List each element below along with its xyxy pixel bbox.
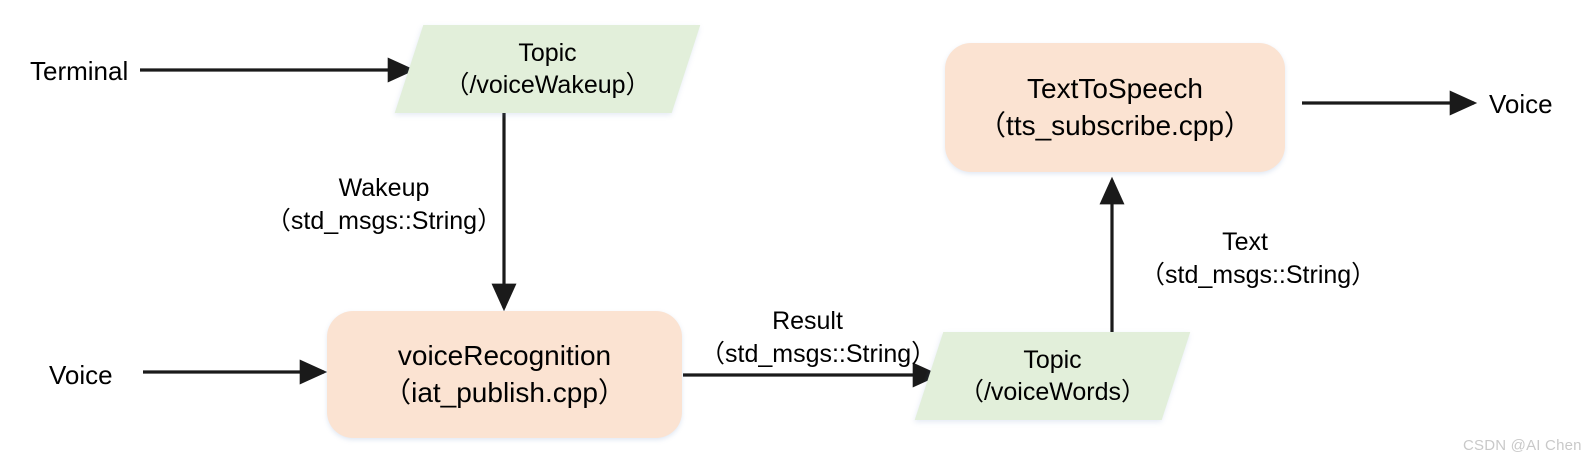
edge-label-wakeup: Wakeup （std_msgs::String） (254, 172, 514, 238)
topic-voicewakeup-line1: Topic (518, 38, 577, 67)
node-text-to-speech[interactable]: TextToSpeech （tts_subscribe.cpp） (945, 43, 1285, 172)
edge-label-wakeup-line1: Wakeup (338, 174, 430, 202)
topic-voicewords-line1: Topic (1023, 345, 1082, 374)
endpoint-terminal-label: Terminal (30, 56, 129, 86)
watermark-credit: CSDN @AI Chen (1463, 437, 1582, 454)
endpoint-voice-input-label: Voice (49, 360, 113, 390)
endpoint-voice-output-label: Voice (1489, 89, 1553, 119)
node-text-to-speech-line2: （tts_subscribe.cpp） (978, 109, 1252, 141)
node-voice-recognition-line1: voiceRecognition (397, 340, 612, 372)
edge-label-text-line1: Text (1222, 228, 1268, 256)
edge-label-text-line2: （std_msgs::String） (1140, 261, 1377, 289)
edge-label-result: Result （std_msgs::String） (700, 305, 937, 371)
topic-voicewakeup-line2: （/voiceWakeup） (444, 71, 651, 99)
edge-label-wakeup-line2: （std_msgs::String） (265, 207, 503, 235)
topic-voicewords[interactable]: Topic （/voiceWords） (915, 332, 1190, 420)
topic-voicewakeup[interactable]: Topic （/voiceWakeup） (395, 25, 700, 113)
node-voice-recognition-line2: （iat_publish.cpp） (383, 376, 626, 408)
node-text-to-speech-line1: TextToSpeech (1027, 73, 1203, 105)
node-voice-recognition[interactable]: voiceRecognition （iat_publish.cpp） (327, 311, 682, 438)
edge-label-result-line1: Result (772, 307, 843, 335)
topic-voicewords-line2: （/voiceWords） (958, 378, 1147, 406)
edge-label-text: Text （std_msgs::String） (1140, 226, 1377, 292)
edge-label-result-line2: （std_msgs::String） (700, 340, 937, 368)
